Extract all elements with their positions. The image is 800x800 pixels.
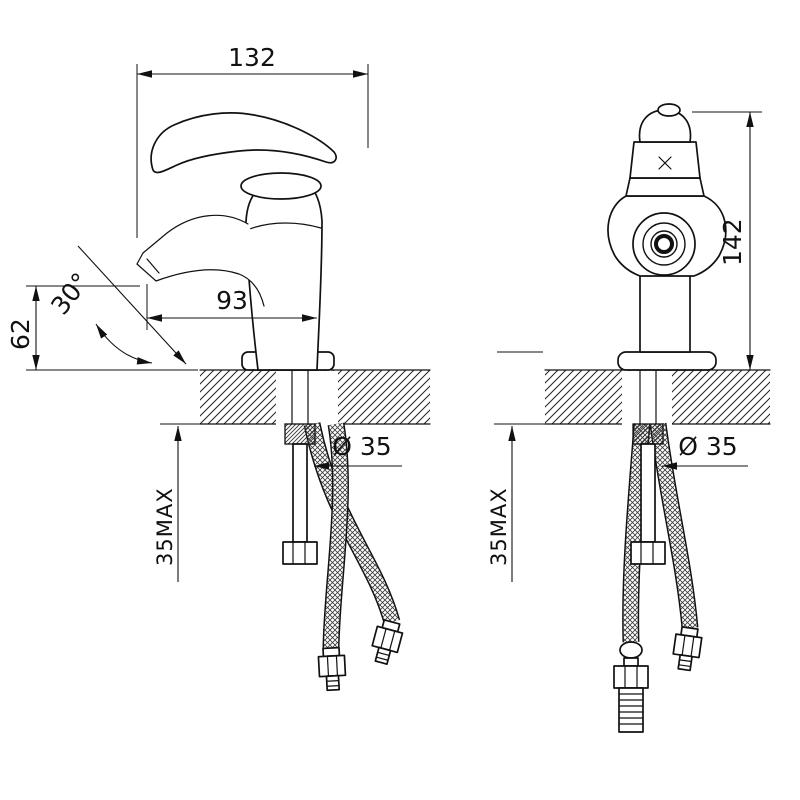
dimension-132: 132 [136,43,369,238]
dim-30deg-label: 30° [45,267,95,320]
dimension-35max-right: 35MAX [487,423,547,582]
hose-fitting [317,646,347,692]
front-supply-hoses [613,422,703,733]
side-faucet-body [136,112,337,371]
hose-fitting [672,626,703,672]
dimension-35max-left: 35MAX [153,423,202,582]
aerator-tip [146,258,160,274]
front-view: 142 Ø 35 35MAX [487,103,771,733]
lever-handle [150,112,337,174]
front-countertop [497,351,771,426]
dimension-diameter-right: Ø 35 [662,432,748,470]
column [639,271,691,353]
base-flange [617,351,717,371]
dimension-diameter-left: Ø 35 [314,432,402,470]
dim-93-label: 93 [216,286,248,315]
dim-62-label: 62 [6,318,35,350]
dim-35max-left-label: 35MAX [153,487,177,566]
dim-142-label: 142 [718,218,747,266]
front-faucet-body [607,103,727,371]
side-view: 132 93 62 30° Ø 35 3 [6,43,431,692]
aerator-face [632,212,696,276]
spout [137,215,265,306]
side-mounting-stud [282,370,318,565]
dim-diameter-right-label: Ø 35 [678,432,737,461]
cartridge-dome [240,172,322,200]
dim-35max-right-label: 35MAX [487,487,511,566]
dim-132-label: 132 [228,43,276,72]
hose-fitting [371,619,404,665]
side-countertop [199,369,431,426]
dim-diameter-left-label: Ø 35 [332,432,391,461]
dimension-62: 62 [6,285,198,371]
hose-tailpiece [613,641,649,733]
dimension-93: 93 [146,284,317,330]
side-supply-hoses [303,422,404,692]
dimension-142: 142 [692,111,762,370]
front-mounting-stud [630,370,666,565]
